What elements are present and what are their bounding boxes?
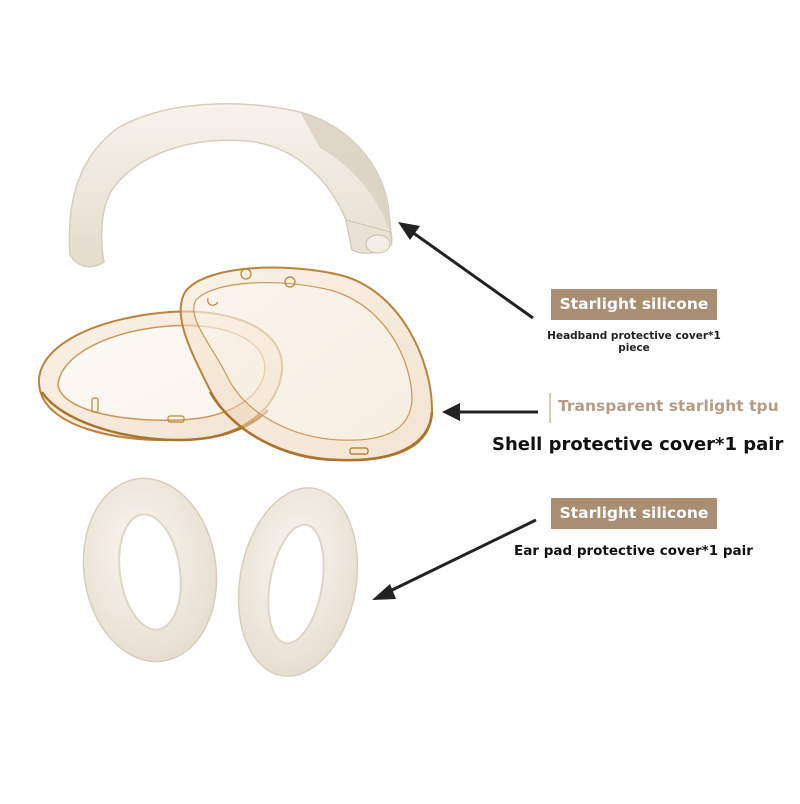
arrow-icon (442, 403, 538, 421)
shell-description: Shell protective cover*1 pair (492, 434, 784, 455)
earpad-description: Ear pad protective cover*1 pair (514, 543, 753, 559)
headband-description: Headband protective cover*1 piece (547, 330, 721, 354)
tag-divider (549, 393, 551, 423)
earpad-cover-right (237, 487, 359, 677)
headband-material-tag: Starlight silicone (551, 289, 717, 320)
arrow-icon (372, 518, 537, 600)
earpad-cover-left (82, 477, 218, 663)
headband-cover (68, 103, 393, 268)
earpad-material-tag: Starlight silicone (551, 498, 717, 529)
arrow-icon (398, 222, 534, 320)
shell-material-label: Transparent starlight tpu (558, 397, 779, 415)
shell-cover-right (179, 266, 434, 462)
